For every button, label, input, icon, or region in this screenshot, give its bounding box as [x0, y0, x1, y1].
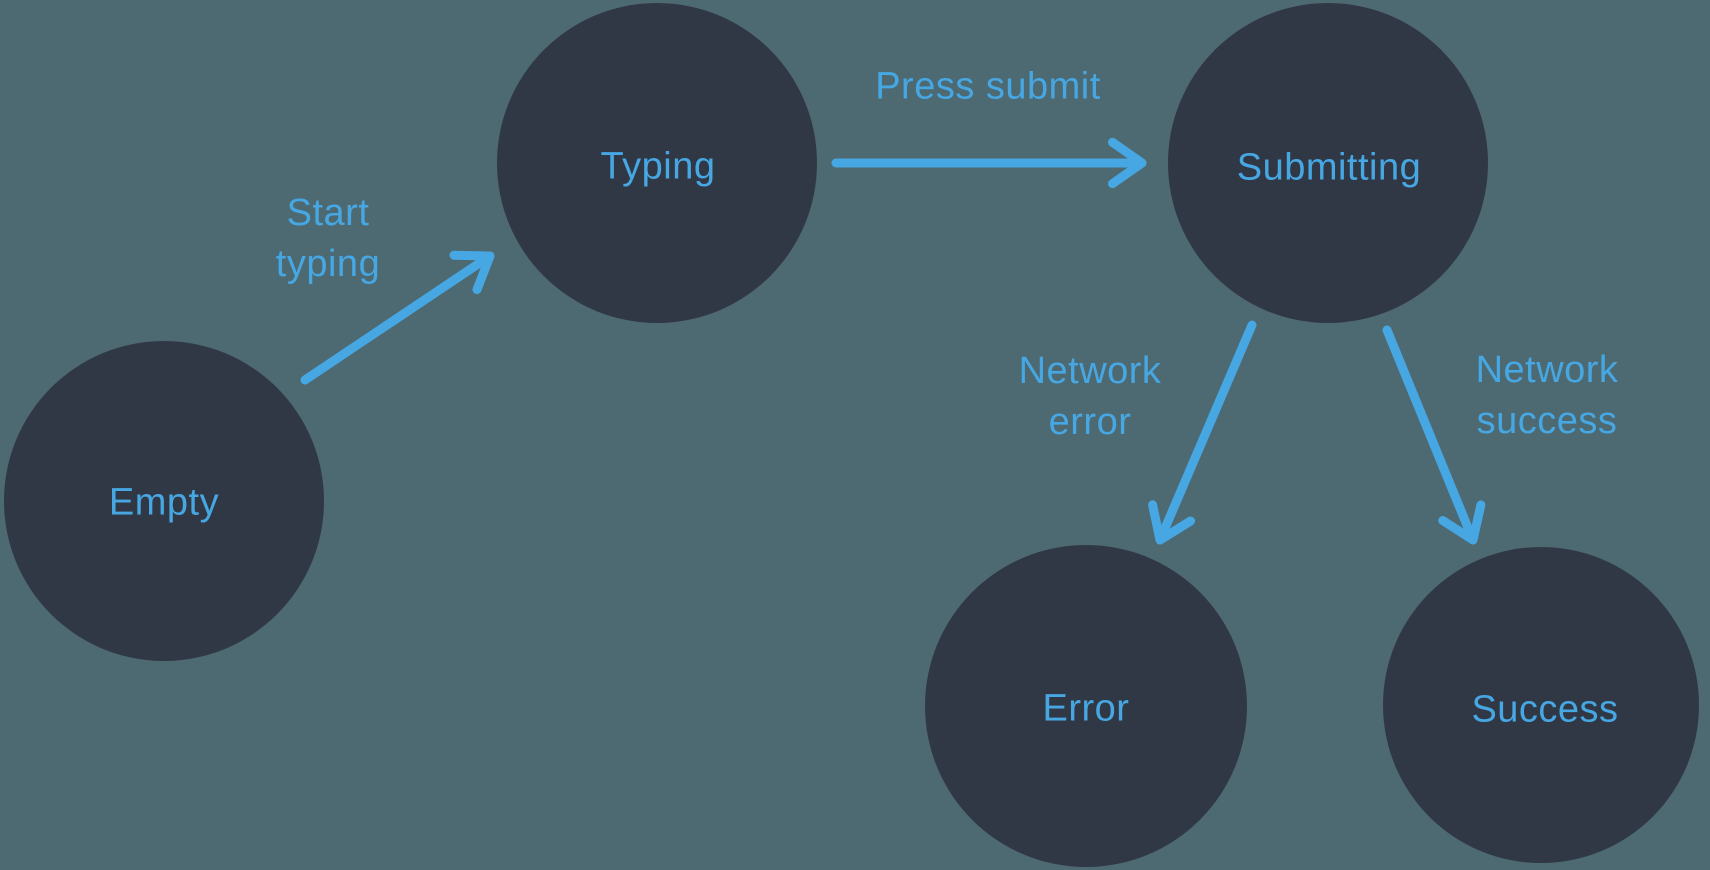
transition-label-line: Press submit: [875, 65, 1101, 108]
transition-label-start-typing: Start typing: [276, 188, 380, 290]
arrow-shaft: [300, 251, 495, 385]
state-label-error: Error: [1042, 687, 1130, 730]
arrow-shaft: [1382, 325, 1478, 545]
transition-label-line: success: [1476, 400, 1618, 442]
arrowhead-icon: [1108, 137, 1147, 189]
state-label-success: Success: [1471, 688, 1619, 731]
state-label-empty: Empty: [108, 481, 220, 524]
transition-arrow-network-success: [1382, 325, 1486, 545]
arrowhead-icon: [1438, 500, 1486, 545]
state-label-typing: Typing: [600, 145, 716, 188]
state-label-submitting: Submitting: [1236, 146, 1422, 189]
transition-label-press-submit: Press submit: [875, 62, 1101, 113]
state-node-empty: [4, 341, 324, 661]
transition-label-line: Network: [1018, 350, 1162, 392]
state-node-error: [925, 545, 1247, 867]
arrow-shaft: [1155, 320, 1257, 545]
transition-label-network-error: Network error: [1019, 346, 1162, 448]
transition-label-line: error: [1048, 401, 1132, 443]
transition-label-network-success: Network success: [1476, 345, 1619, 447]
state-node-submitting: [1168, 3, 1488, 323]
state-node-typing: [497, 3, 817, 323]
transition-arrow-network-error: [1148, 320, 1257, 545]
transition-label-line: Network: [1475, 349, 1619, 391]
transition-label-line: Start: [286, 192, 370, 234]
transition-arrow-start-typing: [300, 250, 495, 385]
transition-arrow-press-submit: [831, 137, 1147, 189]
state-node-success: [1383, 547, 1699, 863]
transition-label-line: typing: [275, 243, 381, 285]
arrowhead-icon: [449, 250, 495, 295]
arrowhead-icon: [1148, 500, 1196, 545]
